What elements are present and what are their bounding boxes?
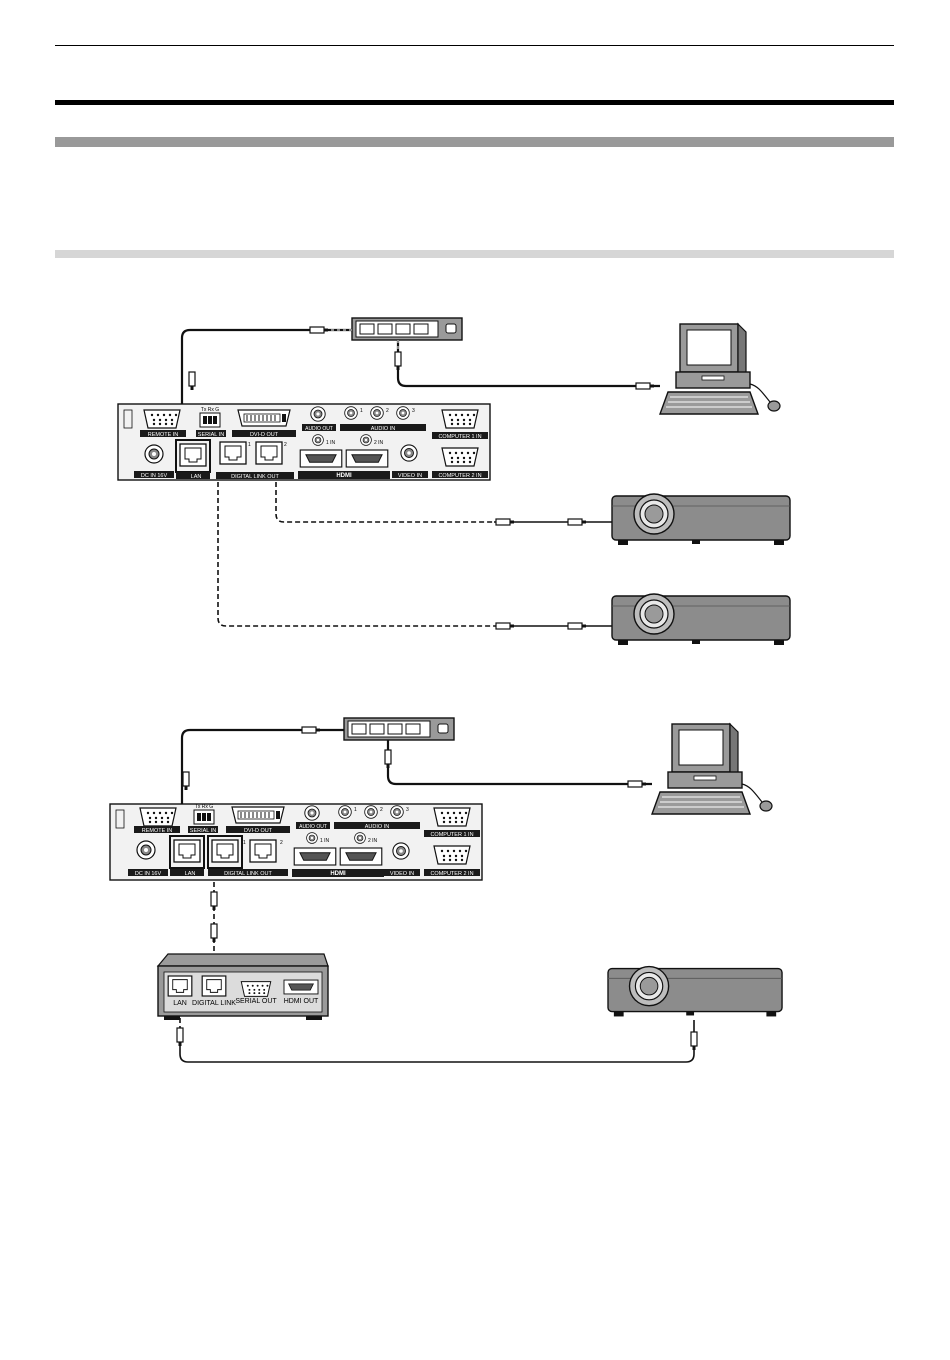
section-bar [55, 137, 894, 147]
receiver-hdmi-out-label: HDMI OUT [284, 998, 319, 1005]
hdmi-2in-label: 2 IN [368, 838, 378, 844]
diagram-1: REMOTE IN Tx Rx G SERIAL IN DVI-D OUT AU… [117, 317, 791, 646]
lan-cable [396, 340, 660, 388]
video-in-label: VIDEO IN [398, 473, 422, 479]
audio-ch1-label: 1 [354, 807, 357, 813]
audio-in-label: AUDIO IN [371, 426, 395, 432]
digital-link-out-label: DIGITAL LINK OUT [224, 871, 272, 877]
audio-ch1-label: 1 [360, 408, 363, 414]
switcher-rear-panel: REMOTE IN Tx Rx G SERIAL IN DVI-D OUT AU… [109, 803, 483, 881]
lan-label: LAN [191, 474, 202, 480]
cable-plug-icon [182, 771, 190, 791]
computer2-in-label: COMPUTER 2 IN [430, 871, 473, 877]
digital-link-cable [217, 466, 494, 627]
dc-in-label: DC IN 16V [135, 871, 162, 877]
cable-plug-icon [301, 726, 321, 734]
lan-port [173, 839, 201, 863]
video-in-label: VIDEO IN [390, 871, 414, 877]
subsection-bar [55, 250, 894, 258]
serial-in-label: SERIAL IN [190, 828, 216, 834]
remote-in-label: REMOTE IN [148, 432, 179, 438]
computer2-in-label: COMPUTER 2 IN [438, 473, 481, 479]
audio-ch3-label: 3 [406, 807, 409, 813]
hub-icon [351, 317, 463, 341]
hdmi-1in-label: 1 IN [320, 838, 330, 844]
cable-plug-icon [210, 891, 218, 911]
audio-ch3-label: 3 [412, 408, 415, 414]
digital-link-port-2 [255, 441, 283, 465]
audio-in-label: AUDIO IN [365, 824, 389, 830]
dvi-out-label: DVI-D OUT [244, 828, 273, 834]
receiver-lan-label: LAN [173, 1000, 187, 1007]
dl-port2-label: 2 [284, 442, 287, 448]
receiver-digital-link-label: DIGITAL LINK [192, 1000, 236, 1007]
hdmi-1in-label: 1 IN [326, 440, 336, 446]
cable-plug-icon [394, 351, 402, 371]
audio-out-label: AUDIO OUT [305, 426, 333, 432]
serial-in-label: SERIAL IN [198, 432, 224, 438]
computer-icon [659, 323, 781, 415]
lan-port [179, 443, 207, 467]
projector-icon [611, 493, 791, 546]
audio-ch2-label: 2 [386, 408, 389, 414]
audio-ch2-label: 2 [380, 807, 383, 813]
computer1-in-label: COMPUTER 1 IN [430, 832, 473, 838]
remote-in-label: REMOTE IN [142, 828, 173, 834]
dc-in-label: DC IN 16V [141, 473, 168, 479]
cable-plug-icon [210, 923, 218, 943]
cable-plug-icon [635, 382, 655, 390]
cable-plug-icon [384, 749, 392, 769]
projector-icon [607, 965, 783, 1018]
diagram-2: REMOTE IN Tx Rx G SERIAL IN DVI-D OUT AU… [109, 717, 783, 1063]
cable-plug-icon [495, 622, 515, 630]
hub-icon [343, 717, 455, 741]
hdmi-logo-label: HDMI [336, 473, 352, 479]
lan-cable [179, 1020, 695, 1063]
computer-icon [651, 723, 773, 815]
lan-cable [180, 728, 344, 836]
digital-link-port-2 [249, 839, 277, 863]
cable-plug-icon [627, 780, 647, 788]
hdmi-logo-label: HDMI [330, 871, 346, 877]
dl-port1-label: 1 [248, 442, 251, 448]
digital-link-port-1 [219, 441, 247, 465]
cable-plug-icon [309, 326, 329, 334]
hdmi-2in-label: 2 IN [374, 440, 384, 446]
projector-icon [611, 593, 791, 646]
lan-cable [180, 328, 352, 440]
cable-plug-icon [567, 518, 587, 526]
computer1-in-label: COMPUTER 1 IN [438, 434, 481, 440]
cable-plug-icon [188, 371, 196, 391]
serial-pins-label: Tx Rx G [201, 407, 219, 413]
cable-plug-icon [176, 1027, 184, 1047]
receiver-serial-out-label: SERIAL OUT [235, 998, 277, 1005]
audio-out-label: AUDIO OUT [299, 824, 327, 830]
dl-port1-label: 1 [243, 840, 246, 846]
switcher-rear-panel: REMOTE IN Tx Rx G SERIAL IN DVI-D OUT AU… [117, 403, 491, 481]
digital-link-out-label: DIGITAL LINK OUT [231, 474, 279, 480]
digital-link-cable [275, 466, 494, 523]
lan-cable [386, 740, 652, 786]
receiver-box-icon: LAN DIGITAL LINK SERIAL OUT HDMI OUT [156, 953, 329, 1020]
dvi-out-label: DVI-D OUT [250, 432, 279, 438]
serial-pins-label: Tx Rx G [195, 804, 213, 810]
lan-label: LAN [185, 871, 196, 877]
cable-plug-icon [567, 622, 587, 630]
top-rule [55, 45, 894, 46]
heading-rule [55, 100, 894, 105]
cable-plug-icon [690, 1031, 698, 1051]
dl-port2-label: 2 [280, 840, 283, 846]
cable-plug-icon [495, 518, 515, 526]
digital-link-port-1 [211, 839, 239, 863]
